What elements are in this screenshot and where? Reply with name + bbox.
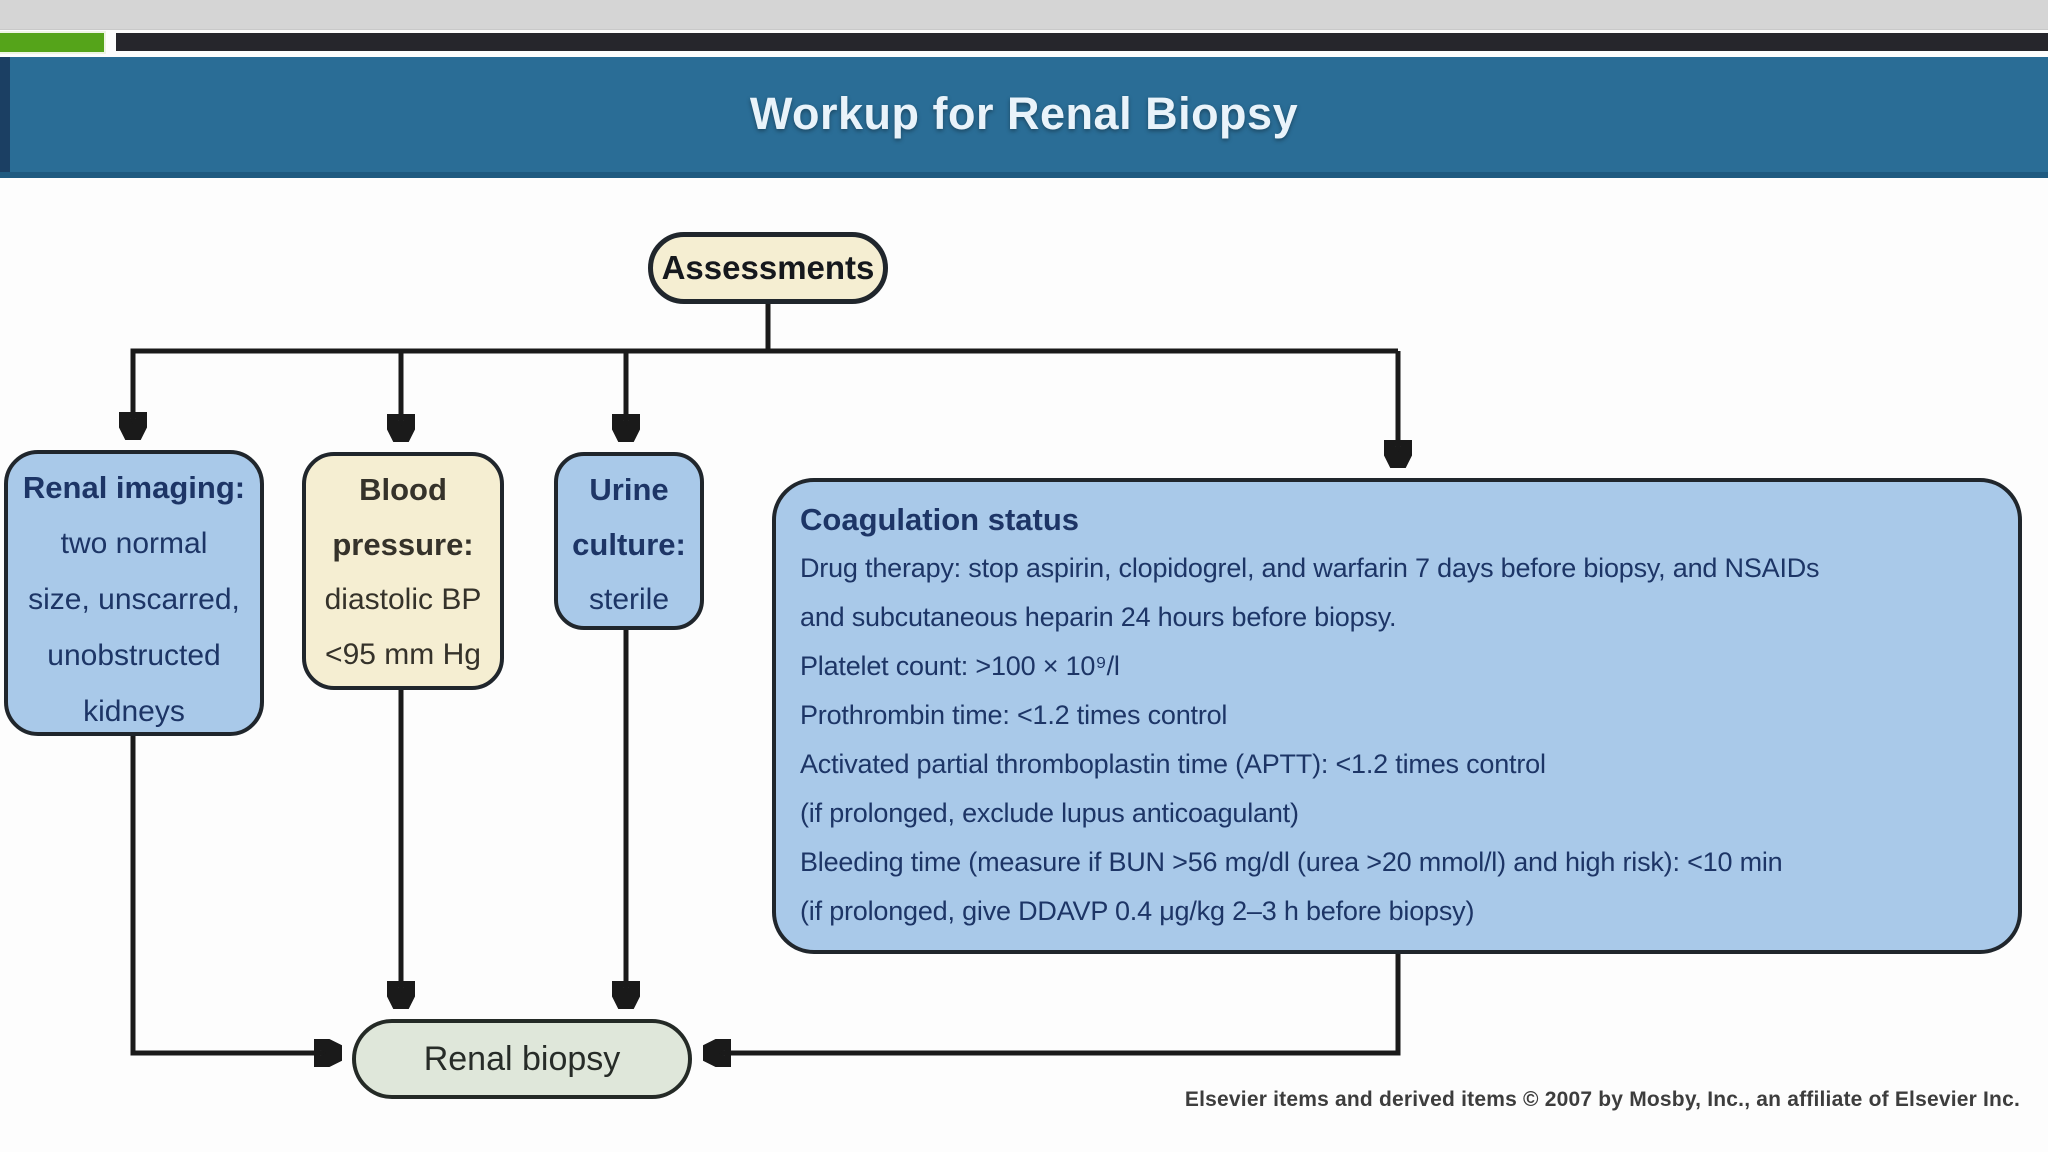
renal-biopsy-label: Renal biopsy bbox=[423, 1039, 621, 1078]
coagulation-line: Drug therapy: stop aspirin, clopidogrel,… bbox=[800, 553, 1820, 583]
blood-pressure-body: diastolic BP <95 mm Hg bbox=[324, 583, 482, 671]
coagulation-heading: Coagulation status bbox=[800, 502, 1080, 537]
node-assessments: Assessments bbox=[648, 232, 888, 304]
coagulation-line: Platelet count: >100 × 10⁹/l bbox=[800, 651, 1120, 681]
slide-title: Workup for Renal Biopsy bbox=[749, 88, 1299, 139]
blood-pressure-heading: Blood pressure: bbox=[332, 472, 474, 562]
urine-culture-body: sterile bbox=[588, 583, 670, 616]
renal-imaging-body: two normal size, unscarred, unobstructed… bbox=[28, 527, 240, 728]
copyright-text: Elsevier items and derived items © 2007 … bbox=[1184, 1088, 2020, 1111]
node-renal-biopsy: Renal biopsy bbox=[352, 1019, 692, 1099]
node-coagulation: Coagulation status Drug therapy: stop as… bbox=[772, 478, 2022, 954]
coagulation-line: (if prolonged, exclude lupus anticoagula… bbox=[800, 798, 1299, 828]
dark-accent-bar bbox=[116, 33, 2048, 51]
assessments-label: Assessments bbox=[661, 249, 875, 286]
coagulation-line: Prothrombin time: <1.2 times control bbox=[800, 700, 1228, 730]
connector-renal-imaging-to-biopsy bbox=[130, 733, 339, 1053]
slide-header: Workup for Renal Biopsy bbox=[0, 57, 2048, 178]
coagulation-line: Bleeding time (measure if BUN >56 mg/dl … bbox=[800, 847, 1783, 877]
green-accent-bar bbox=[0, 33, 104, 52]
header-left-edge bbox=[0, 57, 10, 172]
node-urine-culture: Urine culture: sterile bbox=[554, 452, 704, 630]
node-blood-pressure: Blood pressure: diastolic BP <95 mm Hg bbox=[302, 452, 504, 690]
urine-culture-heading: Urine culture: bbox=[572, 472, 686, 562]
coagulation-line: Activated partial thromboplastin time (A… bbox=[800, 749, 1546, 779]
renal-imaging-heading: Renal imaging: bbox=[22, 470, 246, 505]
top-gray-strip bbox=[0, 0, 2048, 30]
coagulation-line: (if prolonged, give DDAVP 0.4 μg/kg 2–3 … bbox=[800, 896, 1475, 926]
coagulation-line: and subcutaneous heparin 24 hours before… bbox=[800, 602, 1397, 632]
node-renal-imaging: Renal imaging: two normal size, unscarre… bbox=[4, 450, 264, 736]
connector-coagulation-to-biopsy bbox=[706, 950, 1401, 1053]
